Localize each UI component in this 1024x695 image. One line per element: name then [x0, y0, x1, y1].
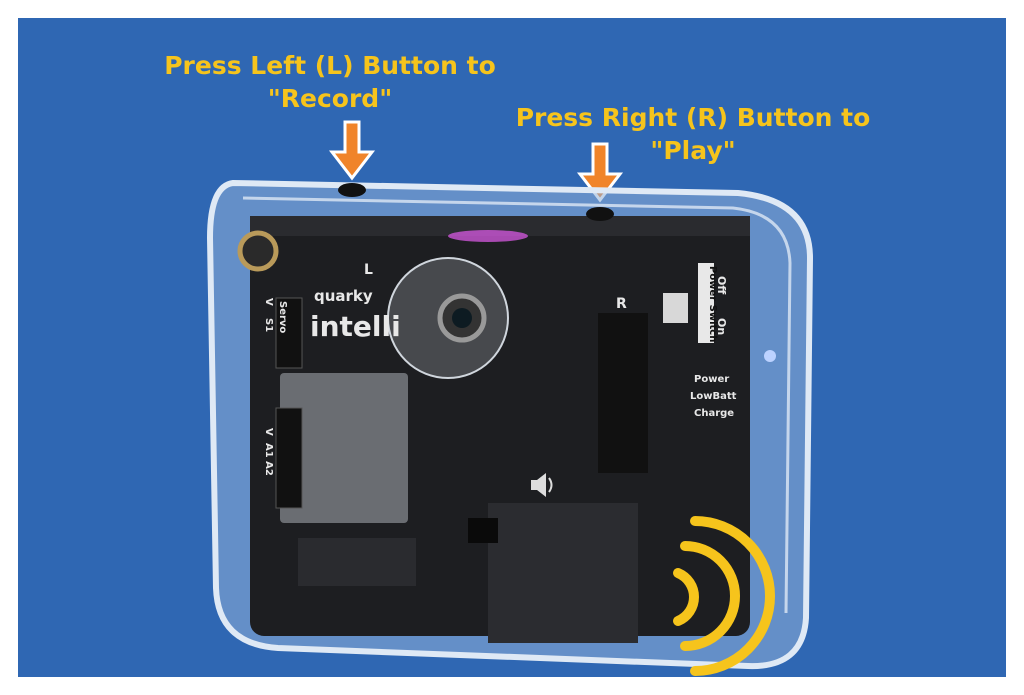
right-button-caption: Press Right (R) Button to "Play"	[483, 101, 903, 167]
led-label-lowbatt: LowBatt	[690, 391, 737, 402]
pin-label: V	[263, 428, 274, 436]
right-button-mark: R	[616, 296, 627, 312]
pin-label: S1	[263, 318, 274, 332]
illustration: Press Left (L) Button to "Record" Press …	[18, 18, 1006, 677]
left-button[interactable]	[338, 183, 366, 197]
board-model: intelli	[310, 310, 401, 343]
led-label-power: Power	[694, 374, 729, 385]
caption-line: Press Left (L) Button to	[164, 51, 496, 80]
caption-line: "Play"	[650, 136, 736, 165]
power-switch-label: Power Switch	[707, 266, 718, 342]
off-label: Off	[715, 276, 728, 294]
sound-waves-icon	[673, 516, 775, 676]
arrow-down-icon	[576, 142, 624, 203]
left-button-caption: Press Left (L) Button to "Record"	[130, 49, 530, 115]
pin-label: V	[263, 298, 274, 306]
device-drawing: quarky intelli L R Servo S1 V V A1 A2 Po…	[206, 120, 814, 676]
right-button[interactable]	[586, 207, 614, 221]
wifi-module	[280, 373, 408, 523]
left-button-mark: L	[364, 262, 373, 278]
board-brand: quarky	[314, 287, 373, 305]
arrow-down-icon	[328, 120, 376, 181]
on-label: On	[715, 318, 728, 335]
led-label-charge: Charge	[694, 408, 734, 419]
pin-label: A1 A2	[263, 443, 274, 476]
speaker-icon	[531, 473, 553, 497]
servo-label: Servo	[277, 301, 288, 333]
caption-line: "Record"	[267, 84, 393, 113]
caption-line: Press Right (R) Button to	[515, 103, 871, 132]
